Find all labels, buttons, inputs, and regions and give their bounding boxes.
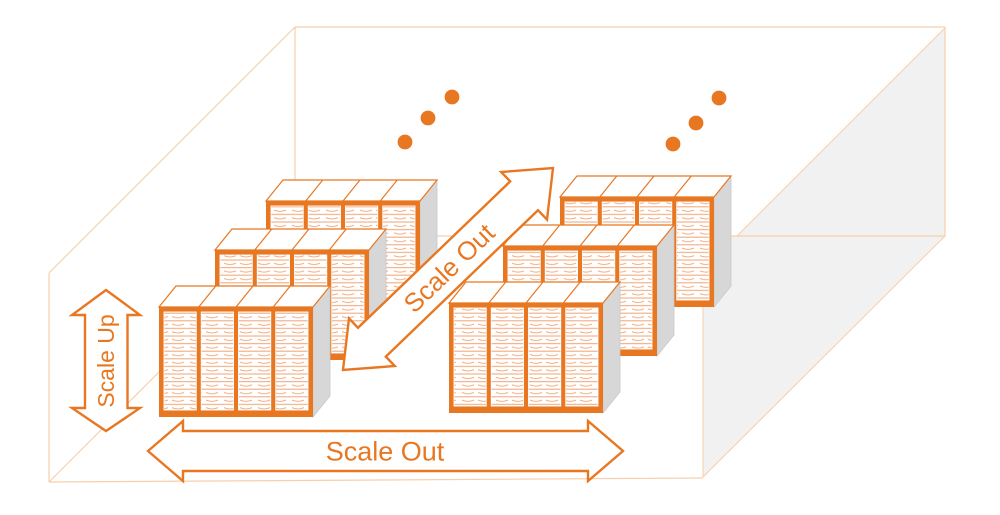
rack-top-divider <box>579 224 598 247</box>
scale-up-arrow-shape <box>68 288 144 433</box>
rack-top-divider <box>379 179 398 202</box>
more-racks-dot <box>688 115 704 131</box>
rack-side-face <box>713 174 732 309</box>
rack-row <box>447 280 622 415</box>
more-racks-dot <box>711 90 727 106</box>
right-wall-shading <box>702 26 946 479</box>
more-racks-dot <box>444 89 460 105</box>
rack-panel-slots <box>164 312 196 410</box>
scale-out-depth-arrow-shape <box>341 166 555 372</box>
rack-panel-slots <box>201 312 234 410</box>
rack-side-face <box>656 223 675 358</box>
rack-top-divider <box>305 179 324 202</box>
rack-top-divider <box>673 175 692 198</box>
more-racks-ellipsis-left <box>397 89 460 150</box>
scale-out-width-arrow: Scale Out <box>146 418 625 484</box>
rack-clusters <box>157 89 733 419</box>
rack-top-divider <box>272 285 291 308</box>
scale-up-label: Scale Up <box>93 314 119 407</box>
rack-panel-slots <box>238 312 271 410</box>
rack-top-divider <box>342 179 361 202</box>
rack-cluster-left <box>157 89 460 419</box>
rack-top-divider <box>525 281 544 304</box>
rack-top-divider <box>562 281 581 304</box>
rack-top-divider <box>599 175 618 198</box>
rack-top-divider <box>488 281 507 304</box>
room-edge-floor-front <box>48 477 704 483</box>
rack-panel-slots <box>454 308 486 406</box>
scale-out-width-label: Scale Out <box>326 436 445 466</box>
rack-row <box>157 284 332 419</box>
rack-top-divider <box>328 228 347 251</box>
rack-panel-slots <box>566 308 598 406</box>
rack-panel-slots <box>528 308 561 406</box>
scale-up-arrow: Scale Up <box>68 288 144 433</box>
more-racks-ellipsis-right <box>665 90 727 152</box>
rack-panel-slots <box>276 312 308 410</box>
rack-panel-slots <box>491 308 524 406</box>
rack-top-divider <box>291 228 310 251</box>
room-edge-left-wall-top <box>48 26 296 274</box>
rack-side-face <box>312 284 331 419</box>
rack-side-face <box>602 280 621 415</box>
rack-top-divider <box>254 228 273 251</box>
rack-top-divider <box>616 224 635 247</box>
rack-top-divider <box>198 285 217 308</box>
scale-out-width-arrow-shape <box>146 418 625 484</box>
more-racks-dot <box>420 110 436 126</box>
rack-top-divider <box>542 224 561 247</box>
rack-panel-slots <box>620 251 652 349</box>
more-racks-dot <box>665 136 681 152</box>
rack-top-divider <box>235 285 254 308</box>
rack-top-divider <box>636 175 655 198</box>
rack-cluster-right <box>447 90 733 415</box>
rack-panel-slots <box>677 202 709 300</box>
more-racks-dot <box>397 134 413 150</box>
